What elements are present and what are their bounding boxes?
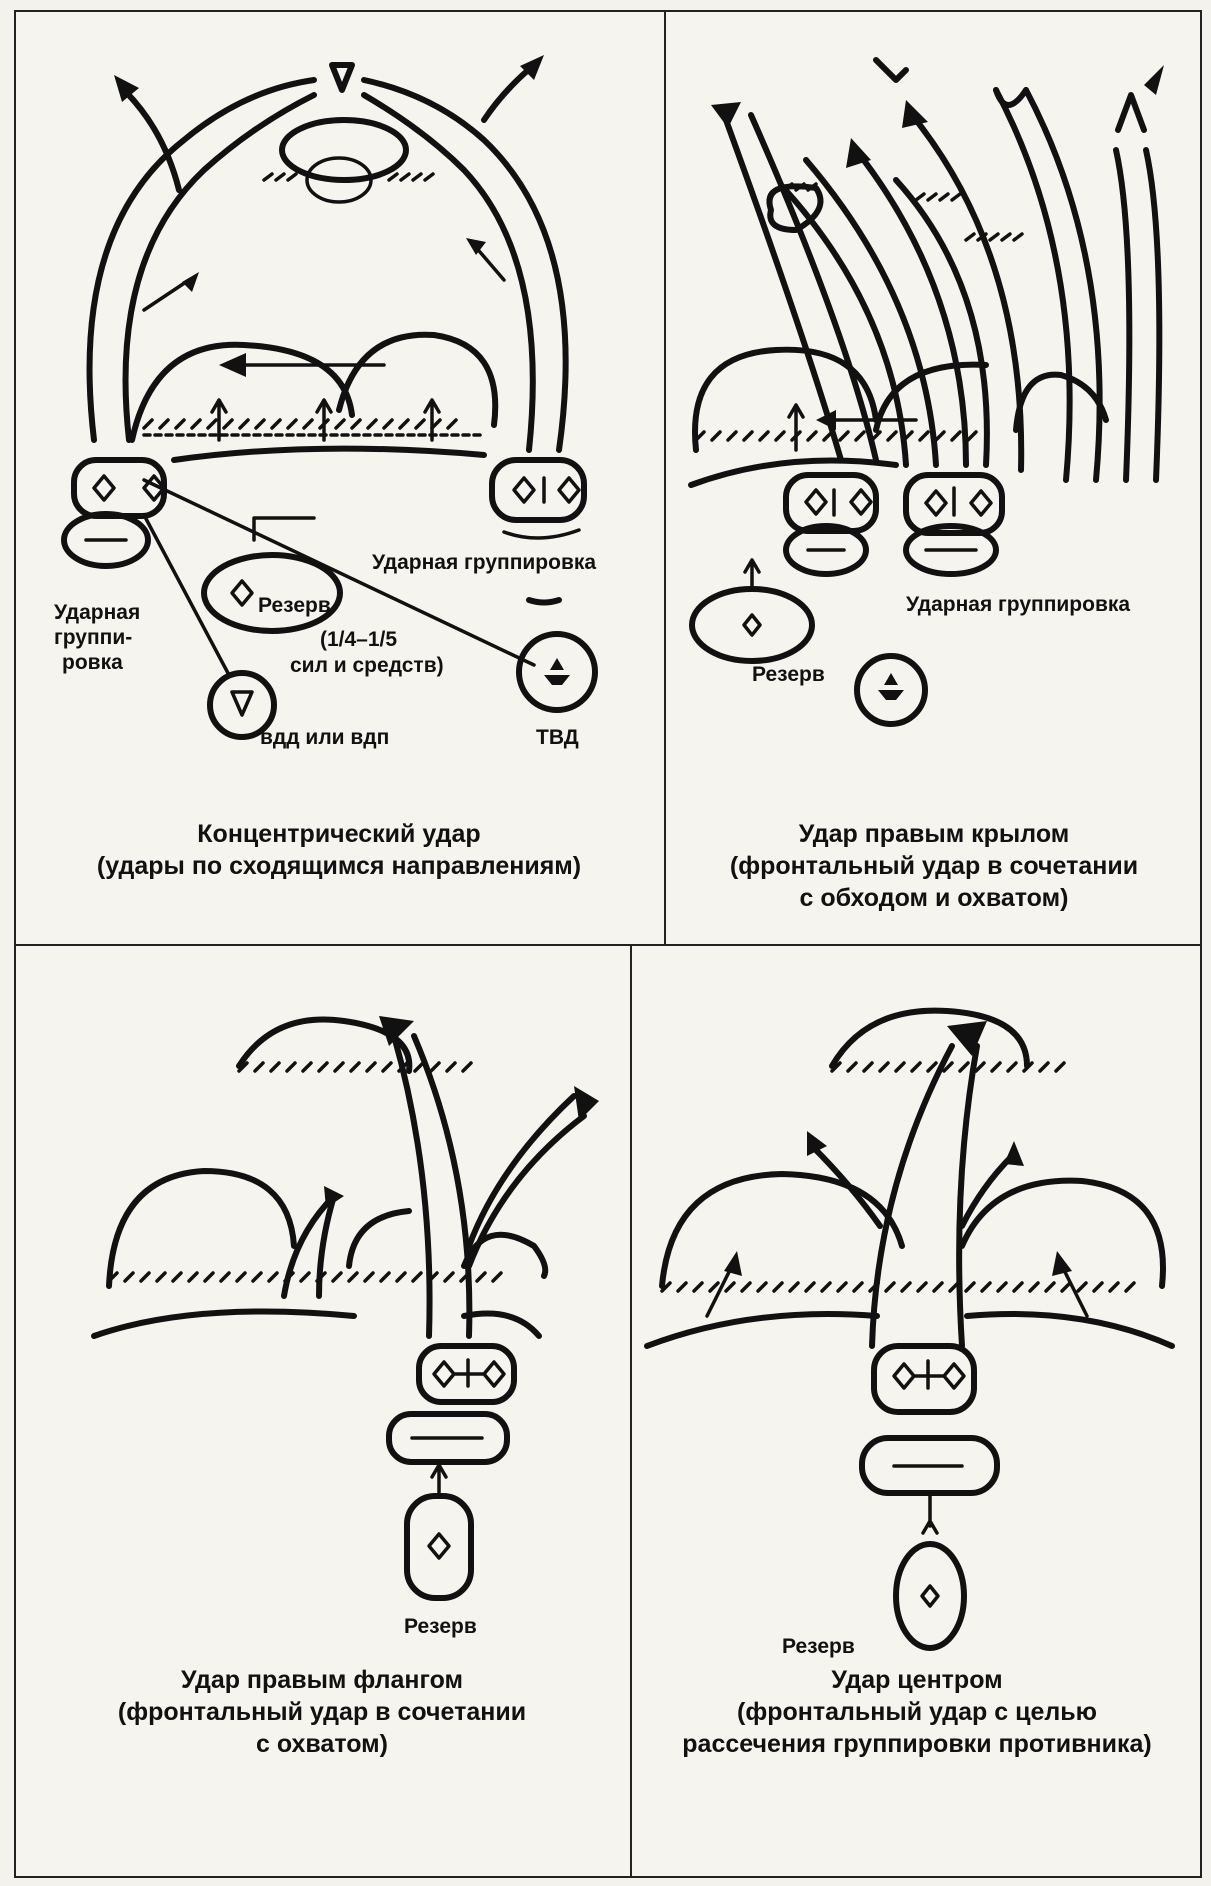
caption-center-strike: Удар центром (фронтальный удар с целью р… — [632, 1664, 1202, 1760]
panel-right-flank-strike: Резерв Удар правым флангом (фронтальный … — [14, 946, 630, 1878]
label-strike-group-left-1: Ударная — [54, 601, 141, 624]
panel-concentric-strike: Ударная группировка Ударная группи- ровк… — [14, 10, 664, 944]
center-strike-diagram — [644, 1007, 1175, 1651]
divider-top — [664, 10, 666, 946]
concentric-strike-diagram — [61, 55, 598, 740]
caption-line: рассечения группировки противника) — [682, 1730, 1152, 1758]
caption-concentric-strike: Концентрический удар (удары по сходящимс… — [14, 818, 664, 882]
panel-right-wing-strike: Ударная группировка Резерв Удар правым к… — [666, 10, 1202, 944]
caption-right-wing-strike: Удар правым крылом (фронтальный удар в с… — [666, 818, 1202, 914]
caption-line: (удары по сходящимся направлениям) — [96, 852, 582, 880]
label-theater: ТВД — [536, 726, 579, 749]
label-reserve-share-1: (1/4–1/5 — [320, 628, 398, 651]
label-airborne: вдд или вдп — [260, 726, 390, 749]
right-flank-strike-diagram — [91, 1016, 599, 1601]
caption-line: (фронтальный удар в сочетании — [117, 1698, 527, 1726]
label-reserve: Резерв — [752, 663, 825, 686]
label-strike-group-left-2: группи- — [54, 626, 133, 649]
caption-line: Удар центром — [831, 1666, 1003, 1694]
caption-line: Удар правым флангом — [180, 1666, 464, 1694]
label-reserve-share-2: сил и средств) — [290, 654, 444, 677]
caption-line: (фронтальный удар в сочетании — [729, 852, 1139, 880]
label-strike-group-left-3: ровка — [62, 651, 123, 674]
divider-middle — [14, 944, 1202, 946]
label-strike-group: Ударная группировка — [906, 593, 1131, 616]
caption-line: с охватом) — [255, 1730, 389, 1758]
panel-center-strike: Резерв Удар центром (фронтальный удар с … — [632, 946, 1202, 1878]
label-strike-group-right: Ударная группировка — [372, 551, 597, 574]
caption-line: с обходом и охватом) — [799, 884, 1069, 912]
label-reserve: Резерв — [258, 594, 331, 617]
caption-line: (фронтальный удар с целью — [737, 1698, 1097, 1726]
right-wing-strike-diagram — [688, 57, 1164, 727]
label-reserve: Резерв — [782, 1635, 855, 1658]
caption-line: Удар правым крылом — [798, 820, 1070, 848]
divider-bottom — [630, 944, 632, 1878]
label-reserve: Резерв — [404, 1615, 477, 1638]
caption-right-flank-strike: Удар правым флангом (фронтальный удар в … — [14, 1664, 630, 1760]
caption-line: Концентрический удар — [197, 820, 481, 848]
